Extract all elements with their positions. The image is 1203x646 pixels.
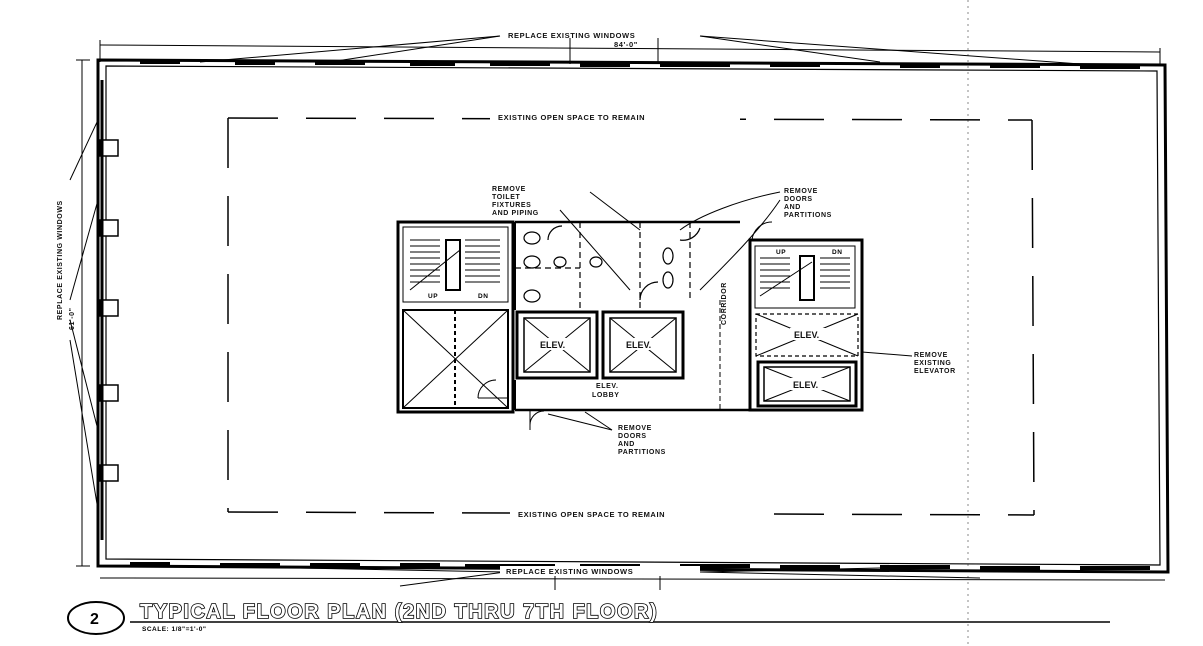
left-dimension-line [69,59,99,567]
note-remove-doors-lower-1: REMOVE [618,425,652,432]
note-replace-windows-left: REPLACE EXISTING WINDOWS [57,200,64,320]
open-space-label-bg-bottom [510,507,760,521]
note-remove-toilet-3: FIXTURES [492,202,531,209]
drawing-number: 2 [90,611,99,628]
left-windows [99,80,119,540]
note-replace-windows-bottom: REPLACE EXISTING WINDOWS [506,567,633,576]
toilet-rooms [514,220,740,310]
title-block [67,601,1110,635]
top-windows [140,60,1140,69]
drawing-title: TYPICAL FLOOR PLAN (2ND THRU 7TH FLOOR) [140,601,658,623]
right-elevators [755,313,859,408]
note-remove-doors-lower-4: PARTITIONS [618,449,666,456]
note-remove-doors-lower-2: DOORS [618,433,647,440]
elevator-label-2: ELEV. [626,340,651,350]
note-remove-toilet-2: TOILET [492,194,520,201]
elev-label-bg-4 [789,378,825,390]
note-remove-doors-lower-3: AND [618,441,635,448]
right-stair-up-label: UP [776,249,786,256]
elev-lobby-label-1: ELEV. [596,383,619,390]
bottom-window-leaders [99,567,1166,590]
note-remove-doors-upper-2: DOORS [784,196,813,203]
top-dimension-line [99,35,1161,66]
elevator-label-3: ELEV. [794,330,819,340]
left-shaft [402,309,509,409]
elevator-bank [514,300,750,430]
elev-lobby-label-2: LOBBY [592,392,620,399]
elev-label-bg-1 [536,338,572,350]
note-open-space-bottom: EXISTING OPEN SPACE TO REMAIN [518,510,665,519]
right-stair-dn-label: DN [832,249,842,256]
drawing-scale: SCALE: 1/8"=1'-0" [142,626,206,633]
exterior-wall [96,58,1170,574]
left-stair [396,220,515,414]
note-left-dimension: 61'-0" [69,307,76,330]
note-remove-elevator-1: REMOVE [914,352,948,359]
note-replace-windows-top: REPLACE EXISTING WINDOWS [508,31,635,40]
right-stair [748,221,864,412]
note-remove-toilet-4: AND PIPING [492,210,539,217]
elevator-label-1: ELEV. [540,340,565,350]
bottom-note-bg [500,566,700,576]
note-remove-elevator-3: ELEVATOR [914,368,956,375]
note-remove-toilet-1: REMOVE [492,186,526,193]
note-remove-doors-upper-1: REMOVE [784,188,818,195]
open-space-label-bg-top [490,110,740,124]
corridor-label: CORRIDOR [721,282,728,325]
note-top-dimension: 84'-0" [614,40,638,49]
left-stair-dn-label: DN [478,293,488,300]
left-stair-up-label: UP [428,293,438,300]
elev-label-bg-2 [622,338,658,350]
note-leaders [547,191,913,431]
elevator-label-4: ELEV. [793,380,818,390]
note-remove-doors-upper-3: AND [784,204,801,211]
note-open-space-top: EXISTING OPEN SPACE TO REMAIN [498,113,645,122]
elev-label-bg-3 [790,328,826,340]
note-remove-elevator-2: EXISTING [914,360,951,367]
note-remove-doors-upper-4: PARTITIONS [784,212,832,219]
